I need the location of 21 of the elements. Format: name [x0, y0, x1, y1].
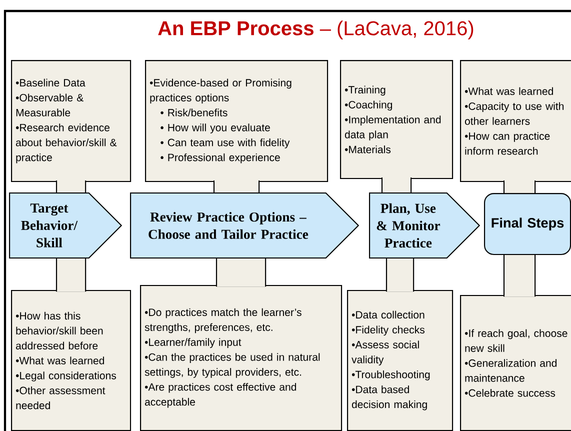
callout-stem	[213, 180, 260, 192]
process-step: Target Behavior/ Skill	[9, 192, 122, 259]
callout-box: •What was learned •Capacity to use with other learners •How can practice inform research	[460, 60, 571, 182]
callout-box: •How has this behavior/skill been addressed before •What was learned •Legal considerations •Other assessment needed	[11, 290, 132, 431]
callout-box: •If reach goal, choose new skill •Generalization and maintenance •Celebrate success	[460, 295, 571, 431]
callout-box: •Training •Coaching •Implementation and data plan •Materials	[340, 60, 454, 180]
callout-box: •Baseline Data •Observable & Measurable •Research evidence about behavior/skill & practice	[11, 60, 132, 182]
callout-stem	[56, 258, 86, 292]
process-step: Plan, Use & Monitor Practice	[369, 192, 480, 259]
callout-box: •Do practices match the learner’s strengths, preferences, etc. •Learner/family input •Can the practices be used in natural settings, by typical providers, etc. •Are practices cost effective and acceptable	[140, 285, 342, 431]
process-step: Review Practice Options – Choose and Tailor Practice	[130, 192, 360, 259]
callout-box: •Data collection •Fidelity checks •Assess social validity •Troubleshooting •Data based decision making	[347, 290, 454, 431]
title: An EBP Process – (LaCava, 2016)	[158, 20, 474, 40]
callout-stem	[503, 255, 536, 297]
callout-stem	[216, 258, 266, 287]
process-box: Final Steps	[484, 193, 571, 256]
callout-box: •Evidence-based or Promising practices options • Risk/benefits • How will you evaluate • Can team use with fidelity • Professional experience	[145, 60, 328, 182]
callout-stem	[381, 177, 412, 192]
callout-stem	[386, 258, 414, 292]
callout-stem	[503, 180, 536, 193]
callout-stem	[56, 180, 86, 192]
